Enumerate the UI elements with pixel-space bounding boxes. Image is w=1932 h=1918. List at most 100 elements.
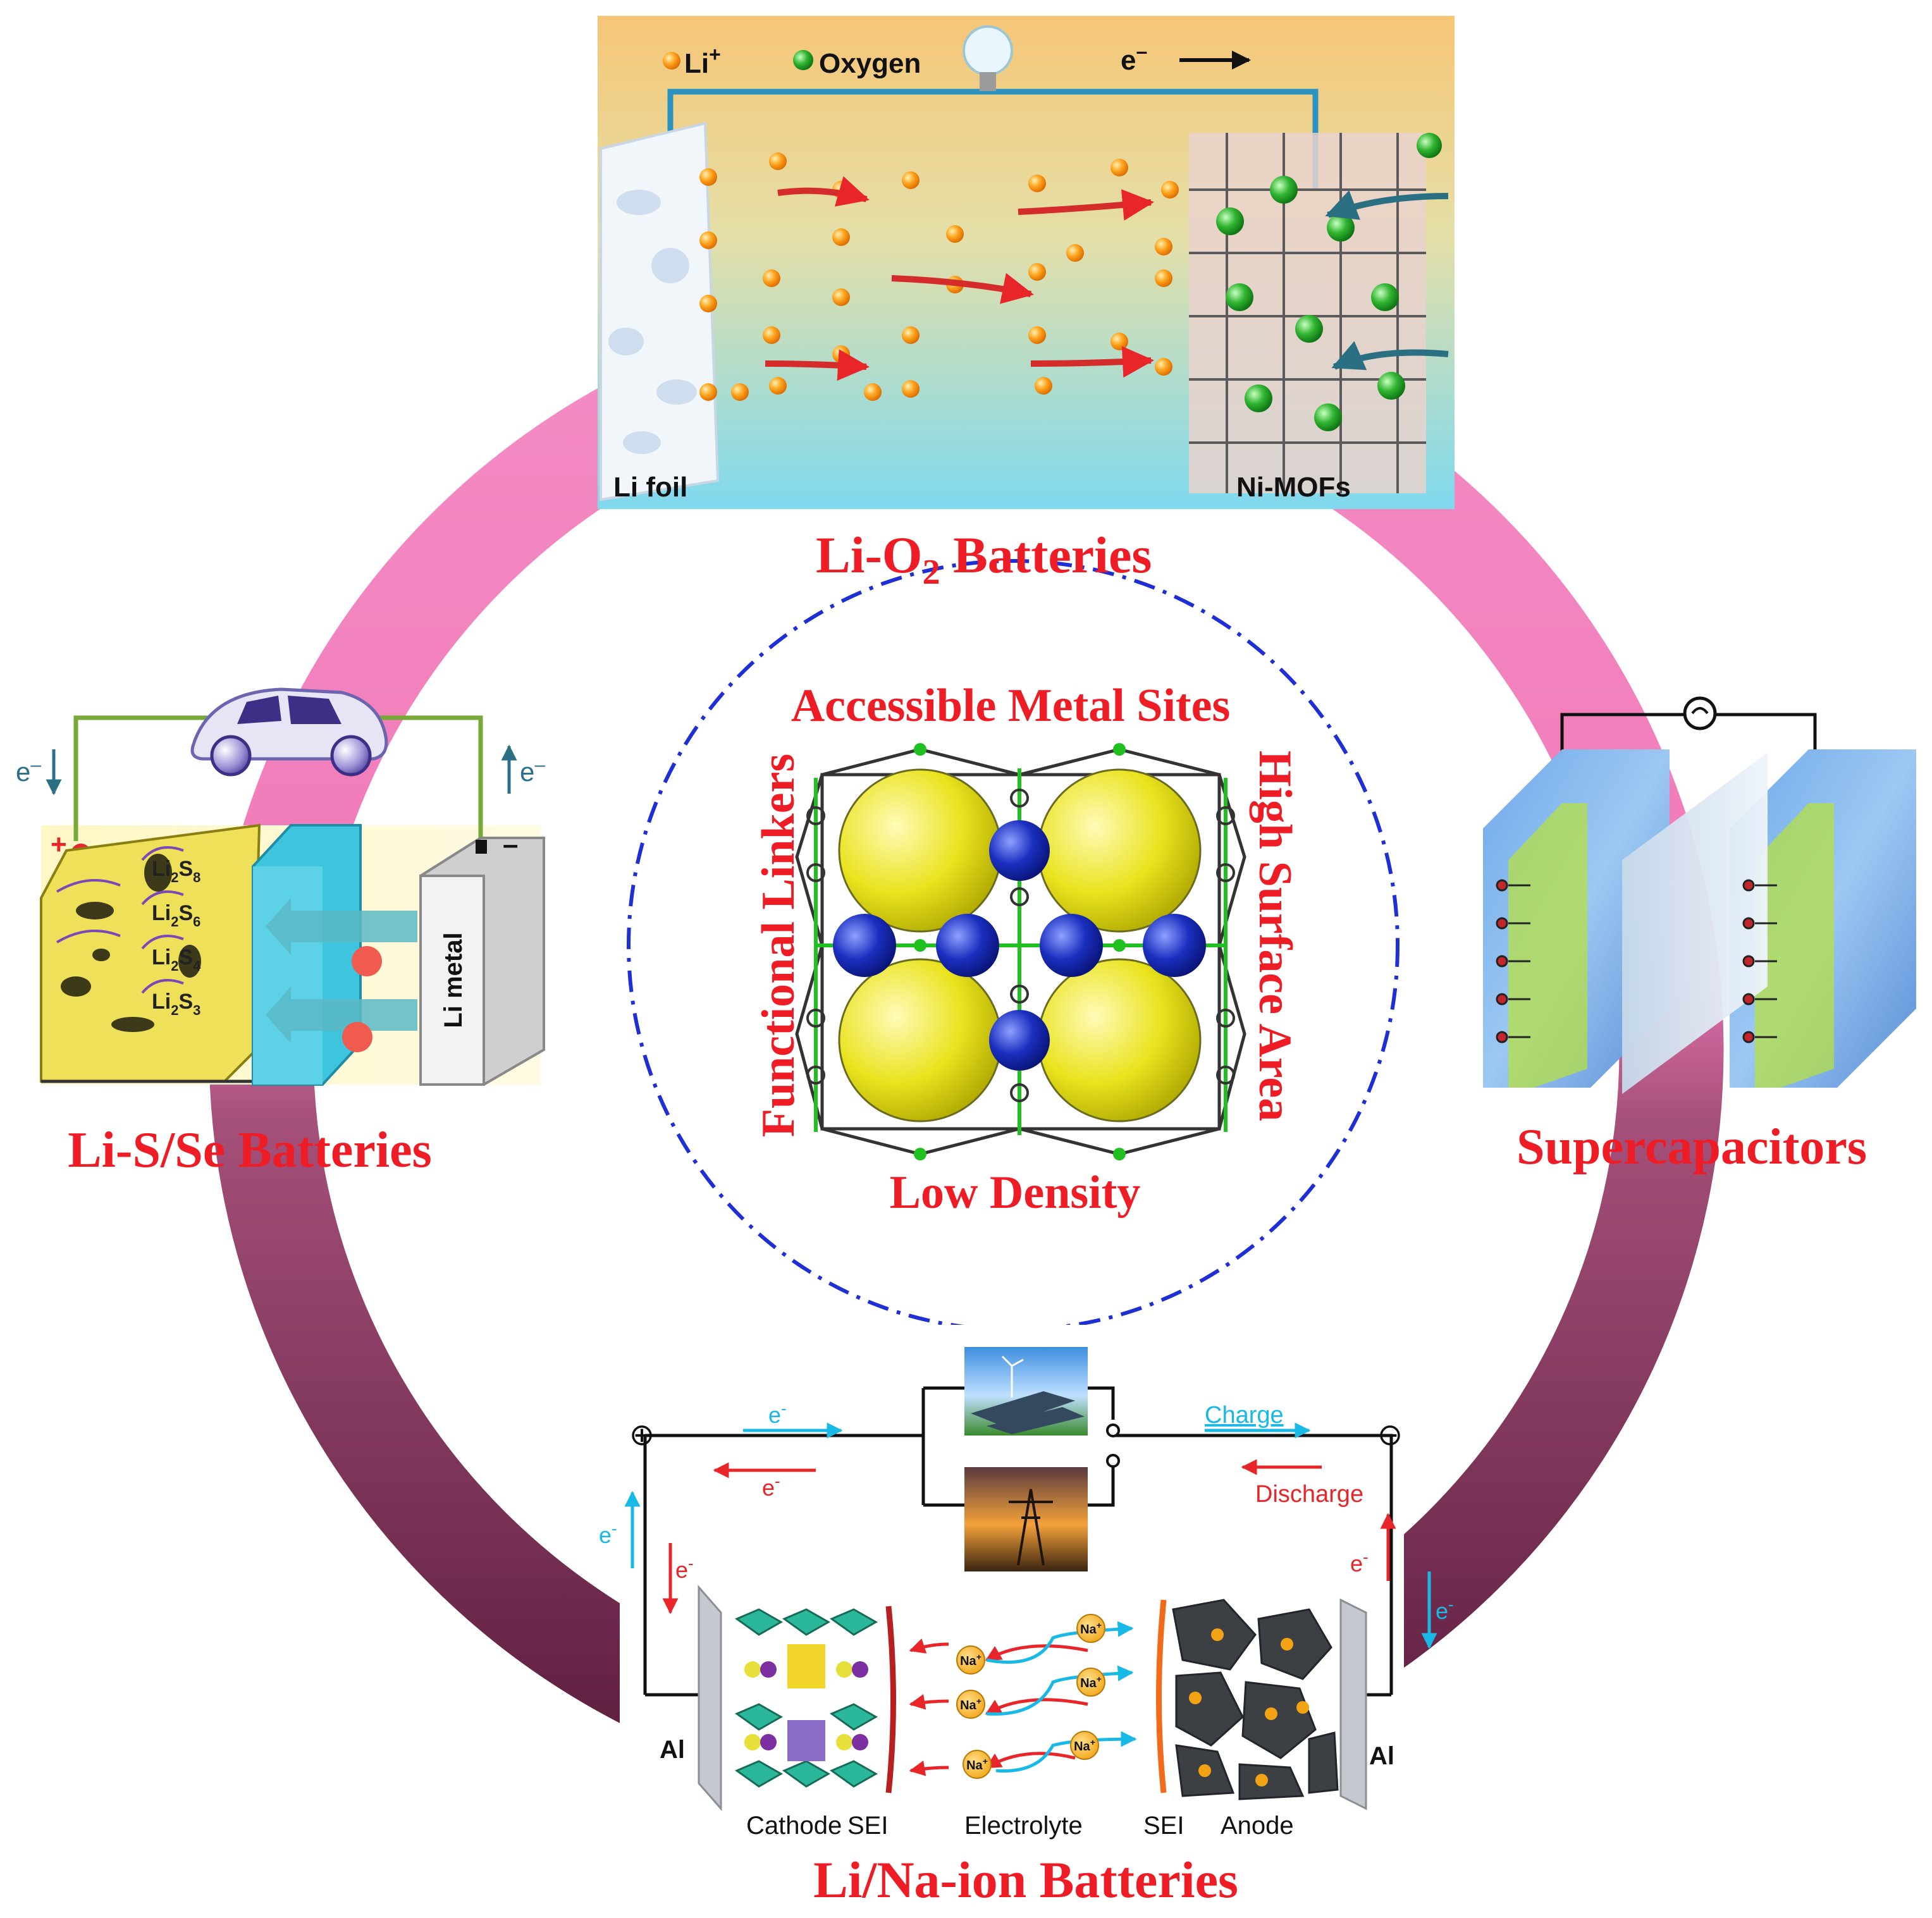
left-active-layer <box>1508 803 1587 1088</box>
sulfur-pores <box>61 854 201 1032</box>
li-o2-panel: Li+ Oxygen e– Li foil Ni-MOFs Li-O2 Batt… <box>598 16 1455 592</box>
legend-li: Li <box>684 48 709 79</box>
ni-mofs-electrode <box>1189 133 1426 493</box>
center-mof-panel: Accessible Metal Sites Low Density Funct… <box>627 559 1400 1332</box>
anode-sei-label: SEI <box>1143 1812 1184 1840</box>
cathode-sei-label: SEI <box>847 1812 888 1840</box>
legend-li-ion: Li+ <box>684 43 721 79</box>
charge-label: Charge <box>1205 1402 1284 1429</box>
polysulfide-li2s6: Li2S6 <box>152 901 200 930</box>
electron-left-sup: – <box>30 754 41 775</box>
electron-charge-label: e- <box>768 1399 787 1428</box>
right-active-layer <box>1755 803 1834 1088</box>
li-o2-title: Li-O2 Batteries <box>816 526 1152 592</box>
na-ion-label: Na+ <box>966 1756 988 1773</box>
li-o2-title-rest: Batteries <box>940 526 1152 584</box>
light-bulb-icon <box>963 25 1013 91</box>
anode-sei-layer <box>1156 1599 1167 1793</box>
na-ion-label: Na+ <box>1080 1620 1102 1637</box>
positive-terminal-symbol: ⊕ <box>629 1418 655 1452</box>
cathode-yellow-cell <box>787 1644 825 1688</box>
cathode-purple-cell <box>787 1720 825 1761</box>
left-down-label: e- <box>675 1554 694 1583</box>
metal-node-stars <box>914 743 1126 1160</box>
blue-pore <box>833 914 896 977</box>
li-metal-label: Li metal <box>440 932 467 1028</box>
switch-contact <box>1106 1454 1120 1468</box>
blue-pore <box>936 914 999 977</box>
solar-panel-rows <box>971 1391 1085 1434</box>
polysulfide-li2s8: Li2S8 <box>152 857 200 885</box>
pylon-icon <box>1009 1489 1053 1566</box>
blue-pore <box>989 1010 1050 1071</box>
yellow-pore <box>838 768 1002 933</box>
discharge-label: Discharge <box>1255 1481 1363 1508</box>
blue-pore <box>989 820 1050 881</box>
li-ion-drop <box>352 946 382 976</box>
na-ion-label: Na+ <box>960 1652 981 1668</box>
al-collector-left <box>698 1585 722 1811</box>
li-o2-title-sub: 2 <box>923 553 940 592</box>
electron-discharge-label: e- <box>762 1472 780 1501</box>
ion-markers-left <box>1496 879 1530 1043</box>
switch-contact <box>1106 1423 1120 1437</box>
yellow-pore <box>1037 958 1202 1122</box>
li-s-panel: e– e– + Li2S8 Li2S6 Li2S4 Li2S3 <box>16 687 545 1178</box>
na-ion-label: Na+ <box>960 1696 981 1712</box>
car-icon <box>190 687 388 777</box>
negative-terminal <box>476 840 487 854</box>
li-foil-label: Li foil <box>613 472 687 503</box>
center-label-right: High Surface Area <box>1249 751 1301 1121</box>
electron-right-sup: – <box>534 754 545 775</box>
al-collector-right <box>1339 1598 1367 1810</box>
ion-markers-right <box>1742 879 1777 1043</box>
center-label-bottom: Low Density <box>890 1167 1141 1219</box>
polysulfide-li2s4: Li2S4 <box>152 945 201 974</box>
oxygen-particles <box>793 50 1442 431</box>
legend-oxygen: Oxygen <box>819 48 921 79</box>
li-foil-electrode <box>600 121 720 501</box>
li-s-title: Li-S/Se Batteries <box>68 1122 431 1178</box>
na-ion-label: Na+ <box>1074 1737 1095 1754</box>
electron-label: e– <box>1121 40 1147 76</box>
li-ion-transport-arrows <box>266 898 417 1043</box>
blue-pore <box>1143 914 1206 977</box>
cathode-sei-layer <box>885 1606 896 1793</box>
electron-label-e: e <box>1121 45 1136 76</box>
li-ion-flow-arrows <box>765 176 1154 381</box>
cathode-ions <box>744 1661 868 1750</box>
yellow-pore <box>838 958 1002 1122</box>
polysulfide-li2s3: Li2S3 <box>152 990 200 1018</box>
supercapacitor-panel: Supercapacitors <box>1483 696 1916 1175</box>
center-label-top: Accessible Metal Sites <box>791 680 1231 732</box>
al-right-label: Al <box>1369 1742 1394 1770</box>
li-na-circuit-wire <box>643 1386 1393 1695</box>
electron-left-e: e <box>16 757 30 787</box>
electrolyte-label: Electrolyte <box>964 1812 1083 1840</box>
li-s-minus-sign: – <box>503 829 518 860</box>
electron-right-label: e– <box>520 754 545 787</box>
yellow-pore <box>1037 768 1202 933</box>
li-na-title: Li/Na-ion Batteries <box>813 1851 1238 1909</box>
al-left-label: Al <box>660 1736 685 1764</box>
ni-mofs-label: Ni-MOFs <box>1236 472 1351 503</box>
wind-turbine-icon <box>1001 1355 1024 1398</box>
anode-label: Anode <box>1221 1812 1294 1840</box>
li-o2-title-main: Li-O <box>816 526 923 584</box>
supercap-title: Supercapacitors <box>1517 1119 1867 1175</box>
linker-rings <box>806 789 1235 1102</box>
blue-pore <box>1040 914 1103 977</box>
separator-front <box>253 866 323 1085</box>
electron-left-label: e– <box>16 754 41 787</box>
oxygen-flow-arrows <box>1325 190 1449 371</box>
electron-label-sup: – <box>1136 40 1147 63</box>
legend-li-sup: + <box>709 43 721 66</box>
right-down-label: e- <box>1436 1595 1454 1624</box>
polysulfide-arrows <box>56 846 184 994</box>
na-ion-label: Na+ <box>1080 1674 1102 1690</box>
na-ion-discharge-arrows <box>909 1638 1088 1776</box>
load-icon <box>1683 696 1717 730</box>
cathode-polyhedra <box>734 1608 878 1788</box>
li-foil-texture <box>608 190 697 454</box>
